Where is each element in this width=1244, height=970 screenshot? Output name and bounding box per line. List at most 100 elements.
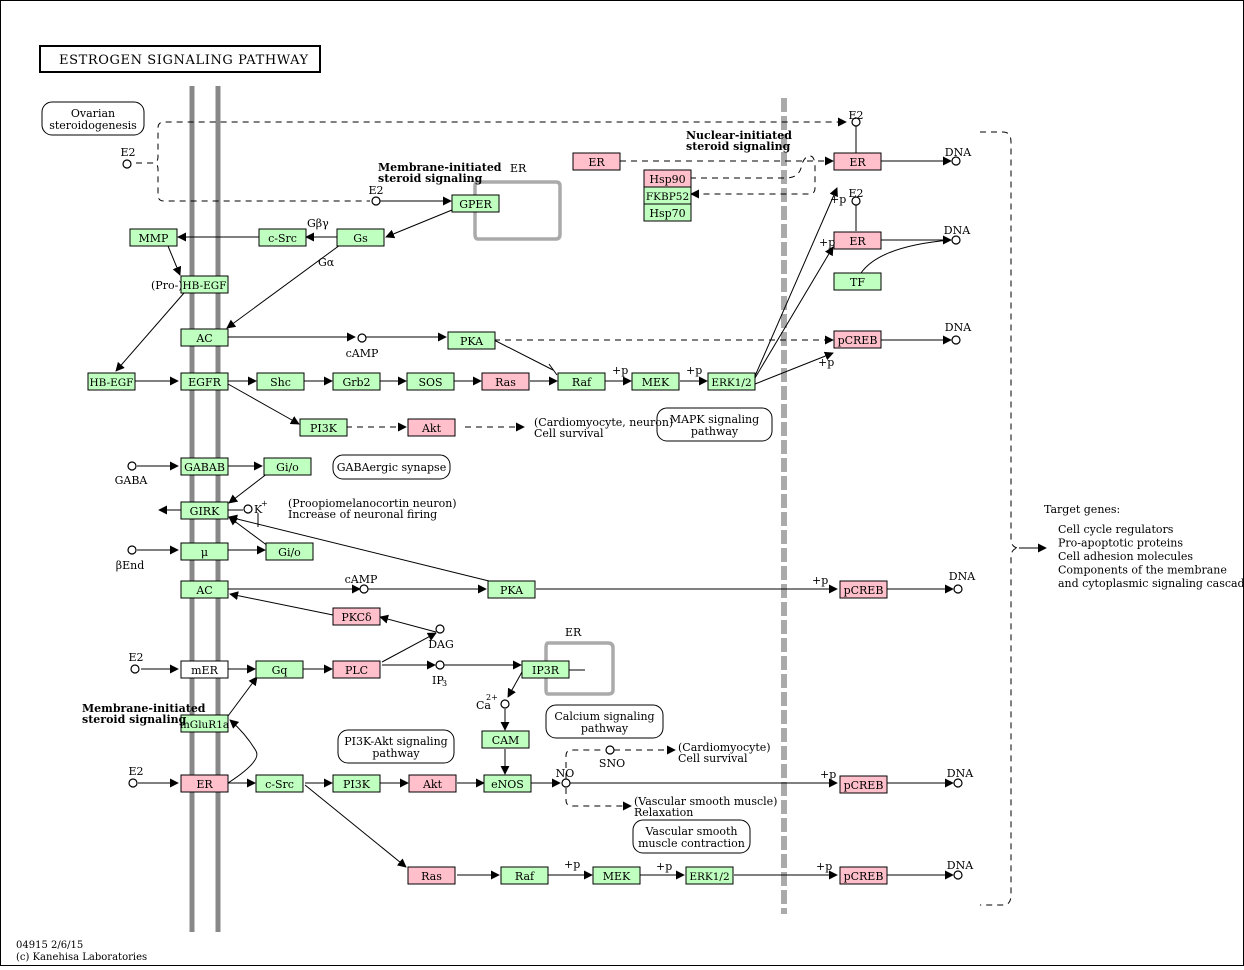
compound-label: DNA — [947, 859, 974, 872]
gene-gs[interactable]: Gs — [336, 228, 385, 247]
map-gabaergic[interactable]: GABAergic synapse — [332, 454, 451, 480]
gene-ras2[interactable]: Ras — [407, 866, 456, 885]
gene-mer[interactable]: mER — [180, 660, 229, 679]
gene-raf1[interactable]: Raf — [557, 372, 606, 391]
phosphorylation-label: +p — [656, 860, 672, 873]
gene-cam[interactable]: CAM — [481, 730, 530, 749]
compound-e2-er[interactable]: E2 — [128, 765, 144, 788]
gene-mglur[interactable]: mGluR1a — [180, 714, 229, 733]
compound-label: E2 — [368, 184, 383, 197]
compound-gaba[interactable]: GABA — [115, 461, 149, 487]
compound-no[interactable]: NO — [556, 767, 575, 788]
phosphorylation-label: +p — [686, 364, 702, 377]
gene-pkcd[interactable]: PKCδ — [332, 607, 381, 626]
compound-e2-nuc2[interactable]: E2 — [848, 187, 864, 206]
gene-mek2[interactable]: MEK — [592, 866, 641, 885]
compound-label: cAMP — [345, 573, 378, 586]
gene-pcreb4[interactable]: pCREB — [839, 866, 888, 885]
gene-plc[interactable]: PLC — [332, 660, 381, 679]
compound-sno[interactable]: SNO — [599, 745, 625, 770]
compound-k[interactable]: K+ — [243, 499, 268, 516]
gene-erk2[interactable]: ERK1/2 — [685, 866, 734, 885]
compound-dna6[interactable]: DNA — [947, 859, 974, 880]
gene-egfr[interactable]: EGFR — [180, 372, 229, 391]
gene-girk[interactable]: GIRK — [180, 501, 229, 520]
gene-hbegf-pro[interactable]: HB-EGF — [180, 275, 229, 294]
compound-label: E2 — [120, 146, 135, 159]
gene-mu[interactable]: μ — [180, 542, 229, 561]
compound-e2-gper[interactable]: E2 — [368, 184, 384, 206]
gene-csrc2[interactable]: c-Src — [255, 774, 304, 793]
gene-fkbp52[interactable]: FKBP52 — [643, 186, 692, 205]
gene-pka1[interactable]: PKA — [447, 331, 496, 350]
gene-grb2[interactable]: Grb2 — [332, 372, 381, 391]
compound-e2-mer[interactable]: E2 — [128, 651, 144, 674]
compound-camp1[interactable]: cAMP — [346, 333, 379, 360]
gene-er-nuc2[interactable]: ER — [833, 231, 882, 250]
gene-er-cyto[interactable]: ER — [572, 152, 621, 171]
gene-gper[interactable]: GPER — [451, 194, 500, 213]
gene-mmp[interactable]: MMP — [129, 228, 178, 247]
gene-label: GIRK — [190, 505, 220, 518]
gene-er-mem[interactable]: ER — [180, 774, 229, 793]
gene-csrc1[interactable]: c-Src — [258, 228, 307, 247]
compound-dna2[interactable]: DNA — [944, 224, 971, 245]
gene-label: Raf — [515, 870, 535, 883]
gene-pcreb2[interactable]: pCREB — [839, 580, 888, 599]
compound-bend[interactable]: βEnd — [116, 545, 145, 572]
nuclear-initiated-line2: steroid signaling — [686, 140, 791, 153]
gene-pi3k2[interactable]: PI3K — [332, 774, 381, 793]
compound-dna3[interactable]: DNA — [945, 321, 972, 345]
gene-pi3k1[interactable]: PI3K — [299, 418, 348, 437]
compound-label: IP — [432, 674, 444, 687]
gene-tf[interactable]: TF — [833, 272, 882, 291]
gene-erk1[interactable]: ERK1/2 — [707, 372, 756, 391]
gene-mek1[interactable]: MEK — [631, 372, 680, 391]
compound-label: SNO — [599, 757, 625, 770]
target-genes-title: Target genes: — [1044, 503, 1120, 516]
compound-dag[interactable]: DAG — [428, 624, 454, 651]
map-label: Ovarian — [71, 107, 115, 120]
gene-label: PI3K — [343, 778, 371, 791]
gene-ip3r[interactable]: IP3R — [521, 660, 570, 679]
compound-e2-top[interactable]: E2 — [120, 146, 136, 169]
gene-raf2[interactable]: Raf — [500, 866, 549, 885]
er-label-top: ER — [510, 162, 527, 175]
gene-hbegf[interactable]: HB-EGF — [87, 372, 136, 391]
gene-ac1[interactable]: AC — [180, 328, 229, 347]
gene-akt2[interactable]: Akt — [408, 774, 457, 793]
gene-hsp70[interactable]: Hsp70 — [643, 203, 692, 222]
compound-label: βEnd — [116, 559, 145, 572]
compound-dna4[interactable]: DNA — [949, 570, 976, 594]
gene-akt1[interactable]: Akt — [407, 418, 456, 437]
compound-e2-nuc1[interactable]: E2 — [848, 109, 864, 127]
gene-pka2[interactable]: PKA — [487, 580, 536, 599]
gene-gio2[interactable]: Gi/o — [265, 542, 314, 561]
gene-pcreb1[interactable]: pCREB — [833, 330, 882, 349]
cardio2-line2: Cell survival — [678, 752, 748, 765]
compound-dna1[interactable]: DNA — [945, 146, 972, 166]
gene-label: EGFR — [188, 376, 221, 389]
gene-label: CAM — [492, 734, 520, 747]
gene-ras1[interactable]: Ras — [481, 372, 530, 391]
gene-pcreb3[interactable]: pCREB — [839, 775, 888, 794]
gene-enos[interactable]: eNOS — [483, 774, 532, 793]
gene-shc[interactable]: Shc — [256, 372, 305, 391]
gene-label: HB-EGF — [90, 377, 134, 389]
gene-er-nuc1[interactable]: ER — [833, 152, 882, 171]
gene-gio1[interactable]: Gi/o — [263, 457, 312, 476]
gene-ac2[interactable]: AC — [180, 580, 229, 599]
compound-ca[interactable]: Ca2+ — [476, 693, 510, 712]
compound-dna5[interactable]: DNA — [947, 767, 974, 788]
gene-sos[interactable]: SOS — [406, 372, 455, 391]
compound-ip3[interactable]: IP3 — [432, 660, 447, 688]
compound-camp2[interactable]: cAMP — [345, 573, 378, 594]
gene-gq[interactable]: Gq — [255, 660, 304, 679]
gene-hsp90[interactable]: Hsp90 — [643, 169, 692, 188]
gene-gabab[interactable]: GABAB — [180, 457, 229, 476]
